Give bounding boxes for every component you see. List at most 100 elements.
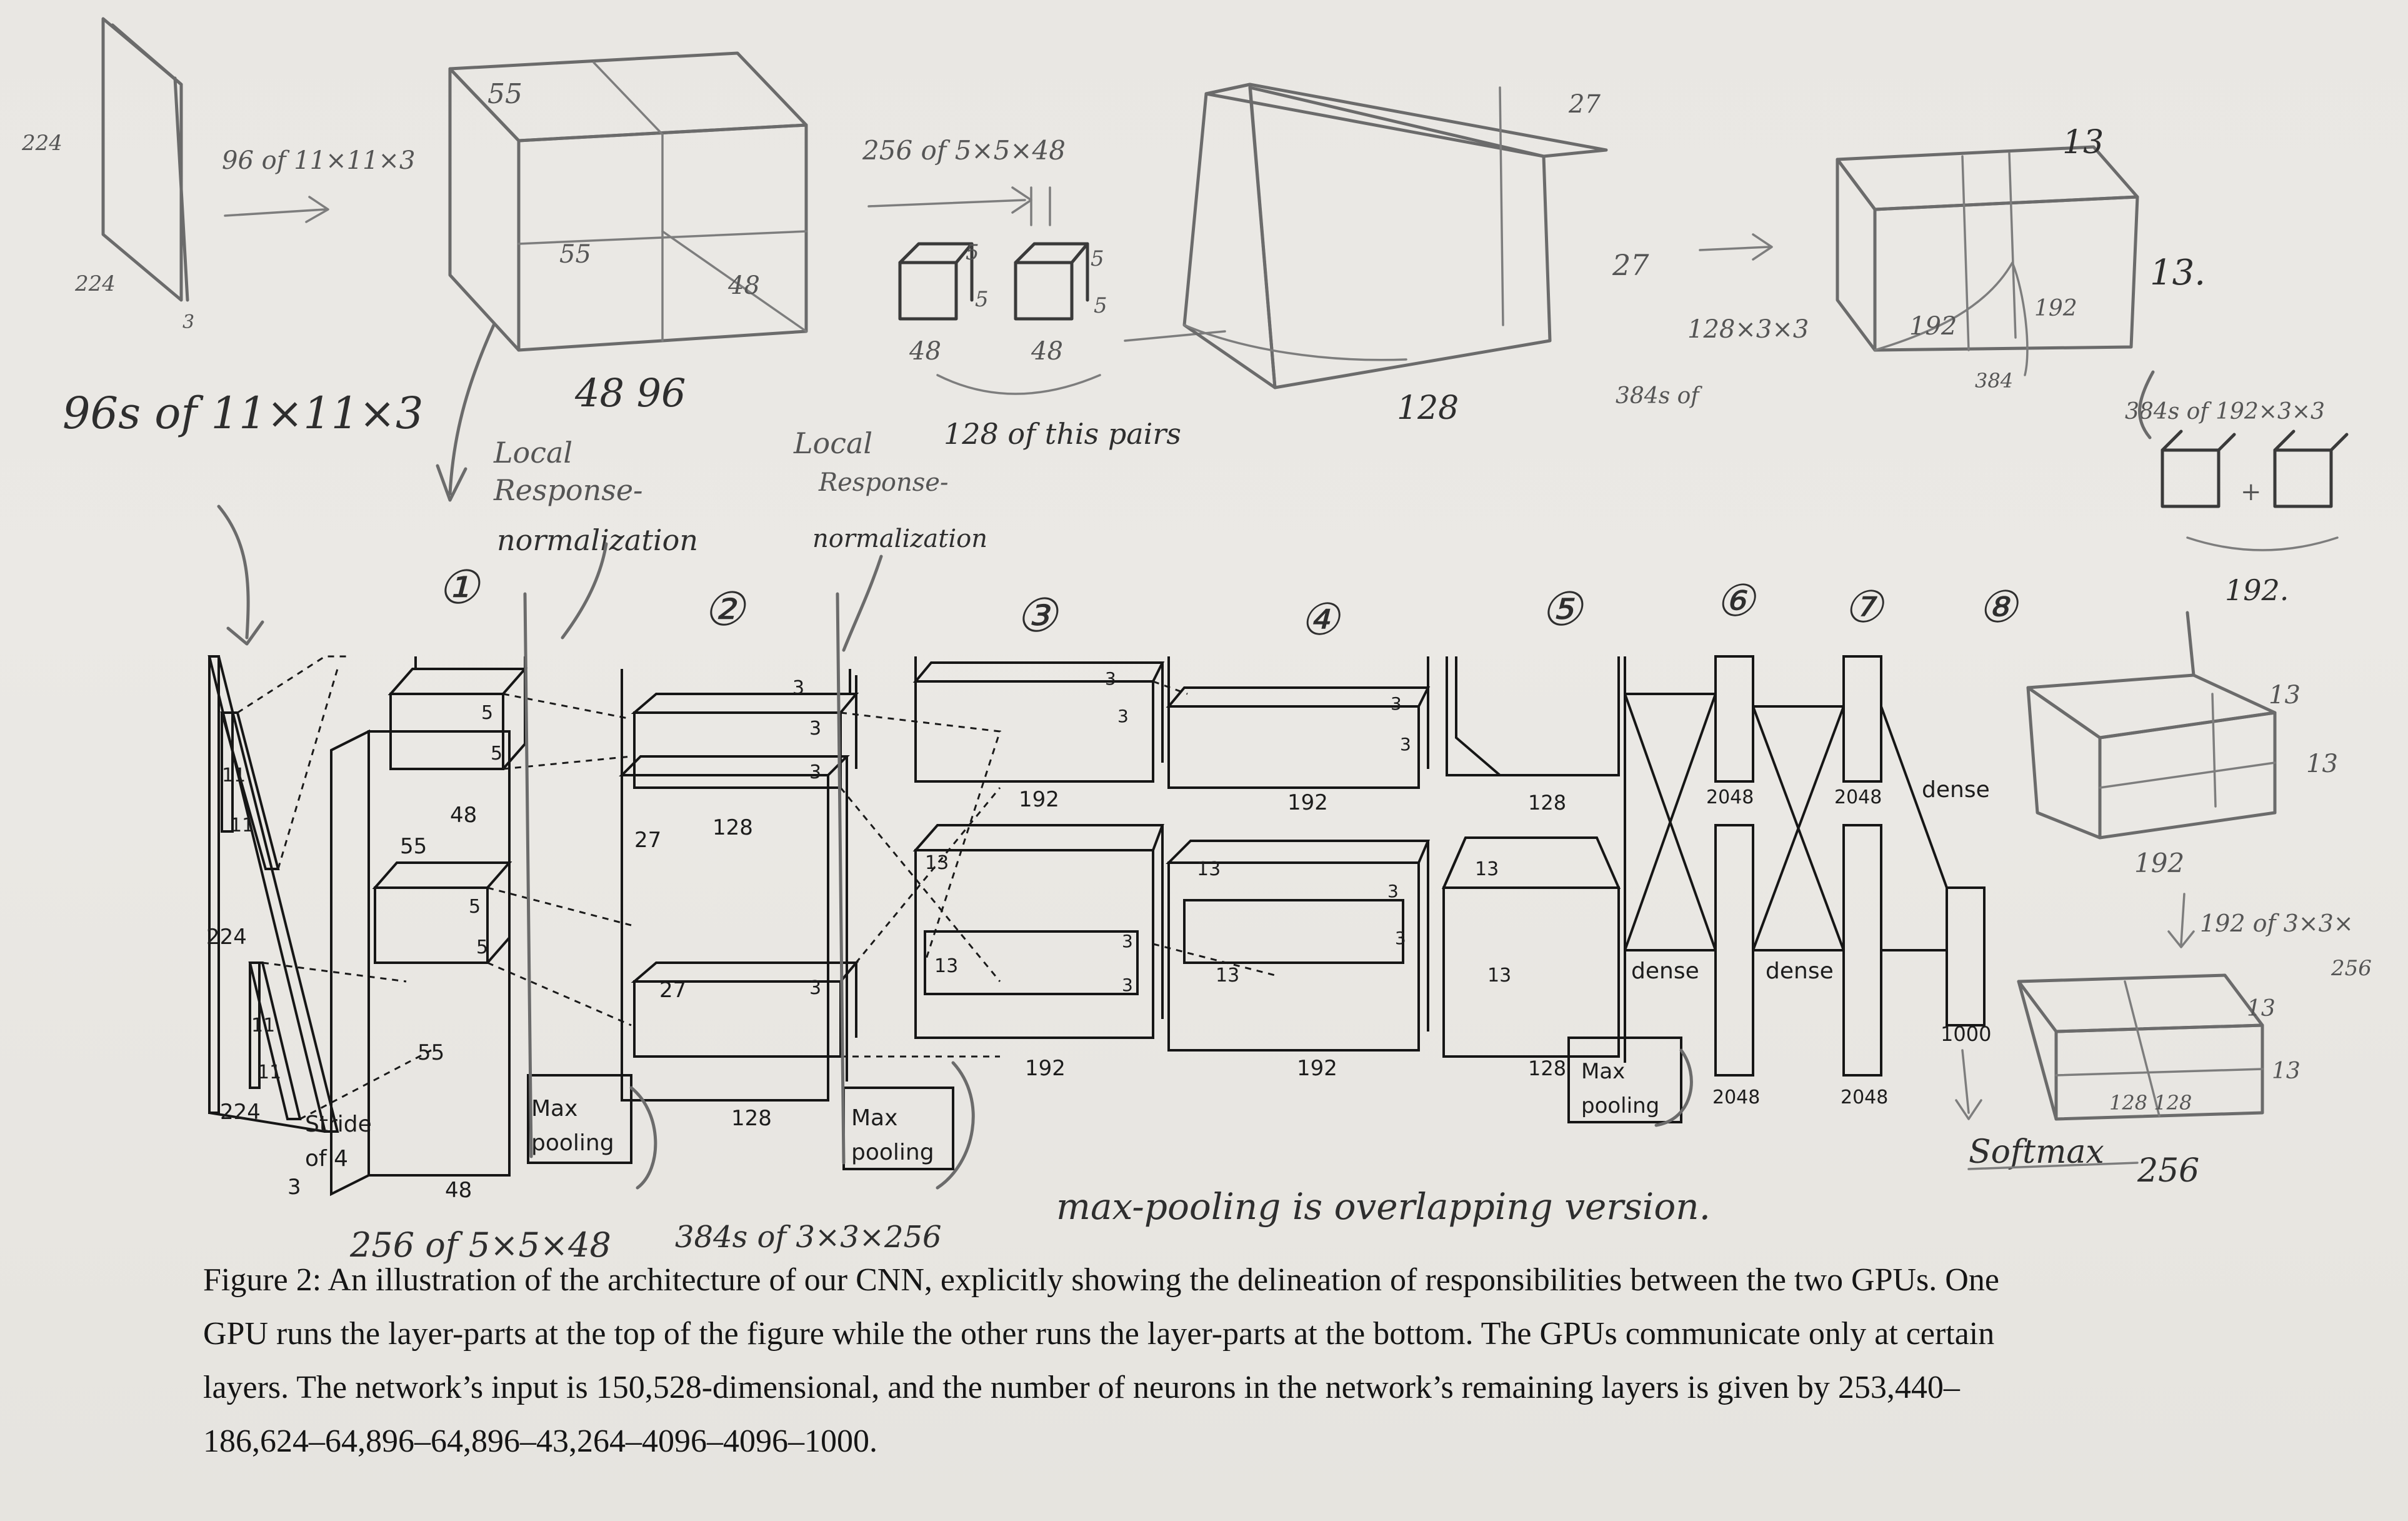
note-13-r3: 13	[2247, 996, 2276, 1022]
note-13-r4: 13	[2272, 1058, 2301, 1084]
note-384s-of: 384s of	[1616, 383, 1702, 409]
note-k5-d: 5	[1094, 293, 1107, 318]
plus-sign: +	[2241, 478, 2262, 506]
note-lrn1-a: Local	[493, 436, 572, 469]
conv3-side-b: 13	[934, 955, 958, 977]
input-size-bottom: 224	[220, 1100, 261, 1125]
note-13-top: 13	[2062, 124, 2104, 161]
sketch-input-slab: 224 224 3 96 of 11×11×3 96s of 11×11×3	[21, 17, 424, 646]
note-k5-48a: 48	[909, 337, 941, 366]
pool1-label-b: pooling	[531, 1130, 614, 1156]
k3-b: 3	[809, 718, 821, 740]
pencil-annotations: 224 224 3 96 of 11×11×3 96s of 11×11×3 5…	[21, 17, 2372, 1265]
conv1-depth-label: 48	[445, 1178, 472, 1203]
conv5-side-b: 13	[1487, 965, 1511, 986]
conv5-layer: 13 13 128 128 Max pooling	[1441, 656, 1682, 1123]
note-256-soft: 256	[2137, 1152, 2199, 1190]
sketch-conv3-cube: 128×3×3 13 13. 192 192 384 384s of 192×3…	[1687, 124, 2349, 607]
note-lrn1-c: normalization	[497, 523, 698, 557]
conv2-side-top: 27	[634, 828, 661, 853]
pencil-overlays	[523, 592, 1982, 1190]
printed-cnn-diagram: 224 224 3 11 11 11 11 Stride of 4	[206, 655, 1991, 1203]
output-label: 1000	[1941, 1022, 1991, 1046]
layer-number-4: ④	[1300, 594, 1341, 645]
conv5-depth-bot: 128	[1528, 1057, 1566, 1080]
note-192of3x3: 192 of 3×3×	[2200, 910, 2354, 937]
fc7-bot-label: 2048	[1841, 1087, 1888, 1108]
k2-top-b: 5	[491, 743, 502, 765]
caption-label: Figure 2:	[203, 1262, 322, 1298]
layer-number-3: ③	[1016, 589, 1059, 643]
conv1-depth-top-label: 48	[450, 803, 477, 828]
pool2-label: Max	[851, 1105, 897, 1131]
note-224: 224	[21, 131, 62, 156]
k3-a: 3	[792, 677, 804, 699]
k3-d: 3	[809, 977, 821, 999]
layer-number-8: ⑧	[1978, 581, 2019, 633]
note-96s-big: 96s of 11×11×3	[62, 388, 424, 439]
note-48-cube: 48	[727, 271, 760, 300]
note-27-top: 27	[1568, 90, 1601, 119]
k4-a: 3	[1105, 668, 1116, 689]
note-13-r1: 13	[2269, 681, 2301, 710]
note-k5-a: 5	[966, 240, 979, 265]
note-128-128: 128 128	[2109, 1091, 2192, 1115]
note-k5-c: 5	[1091, 246, 1104, 271]
k4-c: 3	[1122, 931, 1133, 951]
note-384-side: 384	[1975, 369, 2013, 393]
input-depth: 3	[287, 1175, 301, 1200]
sketch-conv2-cube: 27 27 128 384s of	[1182, 83, 1773, 427]
conv4-depth-bot: 192	[1297, 1056, 1337, 1081]
note-256of5x5: 256 of 5×5×48	[349, 1225, 611, 1265]
note-lrn1-b: Response-	[493, 473, 643, 507]
dense-label-c: dense	[1766, 958, 1834, 984]
layer-number-2: ②	[703, 583, 747, 636]
note-maxpool: max-pooling is overlapping version.	[1056, 1185, 1711, 1228]
conv1-side-label: 55	[400, 834, 427, 859]
conv3-side: 13	[925, 852, 949, 874]
stride-of-label: of 4	[305, 1146, 348, 1172]
caption-text: An illustration of the architecture of o…	[203, 1262, 1999, 1459]
kernel1-top-label: 11	[222, 765, 246, 786]
figure-caption: Figure 2: An illustration of the archite…	[203, 1253, 2016, 1468]
conv3-depth-bot: 192	[1025, 1056, 1066, 1081]
k4-d: 3	[1122, 975, 1133, 995]
conv2-depth-top: 128	[712, 815, 753, 840]
pool1-box	[527, 1074, 632, 1164]
note-96of11: 96 of 11×11×3	[222, 146, 416, 175]
pool2-label-b: pooling	[851, 1140, 934, 1165]
dense-layers: 2048 2048 2048 2048 dense dense dense 10…	[1624, 655, 1991, 1108]
note-13-side: 13.	[2150, 253, 2206, 293]
note-3: 3	[182, 311, 194, 333]
layer-number-5: ⑤	[1541, 583, 1584, 636]
note-224b: 224	[74, 271, 116, 296]
conv2-layer: 27 128 27 128 3 3 3 3 Max pooling	[619, 669, 1001, 1170]
k5-c: 3	[1387, 881, 1399, 901]
conv5-side: 13	[1475, 858, 1499, 880]
note-384of192: 384s of 192×3×3	[2125, 399, 2325, 424]
note-128: 128	[1397, 389, 1459, 427]
sketch-conv4-cube: 13 13 192 192 of 3×3× 256	[2026, 611, 2372, 981]
note-192-b: 192	[2034, 296, 2077, 321]
k5-d: 3	[1395, 928, 1406, 948]
dense-label-a: dense	[1922, 777, 1990, 803]
pool3-label: Max	[1581, 1059, 1625, 1084]
note-48-96: 48 96	[574, 370, 686, 416]
conv2-depth-bot: 128	[731, 1106, 772, 1131]
k2-bot-b: 5	[476, 936, 488, 958]
note-lrn2-b: Response-	[818, 468, 948, 497]
note-128pairs: 128 of this pairs	[944, 417, 1181, 451]
conv5-depth-top: 128	[1528, 791, 1566, 815]
k4-b: 3	[1117, 706, 1129, 726]
pool3-label-b: pooling	[1581, 1093, 1659, 1118]
note-55-top: 55	[487, 78, 522, 110]
sketch-conv5-cube: 13 13 128 128 Softmax 256	[1967, 973, 2301, 1190]
k5-a: 3	[1391, 693, 1402, 714]
note-256of5: 256 of 5×5×48	[862, 135, 1066, 166]
note-lrn2-c: normalization	[812, 525, 987, 553]
conv4-depth-top: 192	[1287, 790, 1328, 815]
k2-bot-a: 5	[469, 896, 481, 918]
conv3-depth-top: 192	[1019, 787, 1059, 812]
fc6-top-label: 2048	[1706, 786, 1754, 808]
layer-number-7: ⑦	[1844, 581, 1885, 633]
